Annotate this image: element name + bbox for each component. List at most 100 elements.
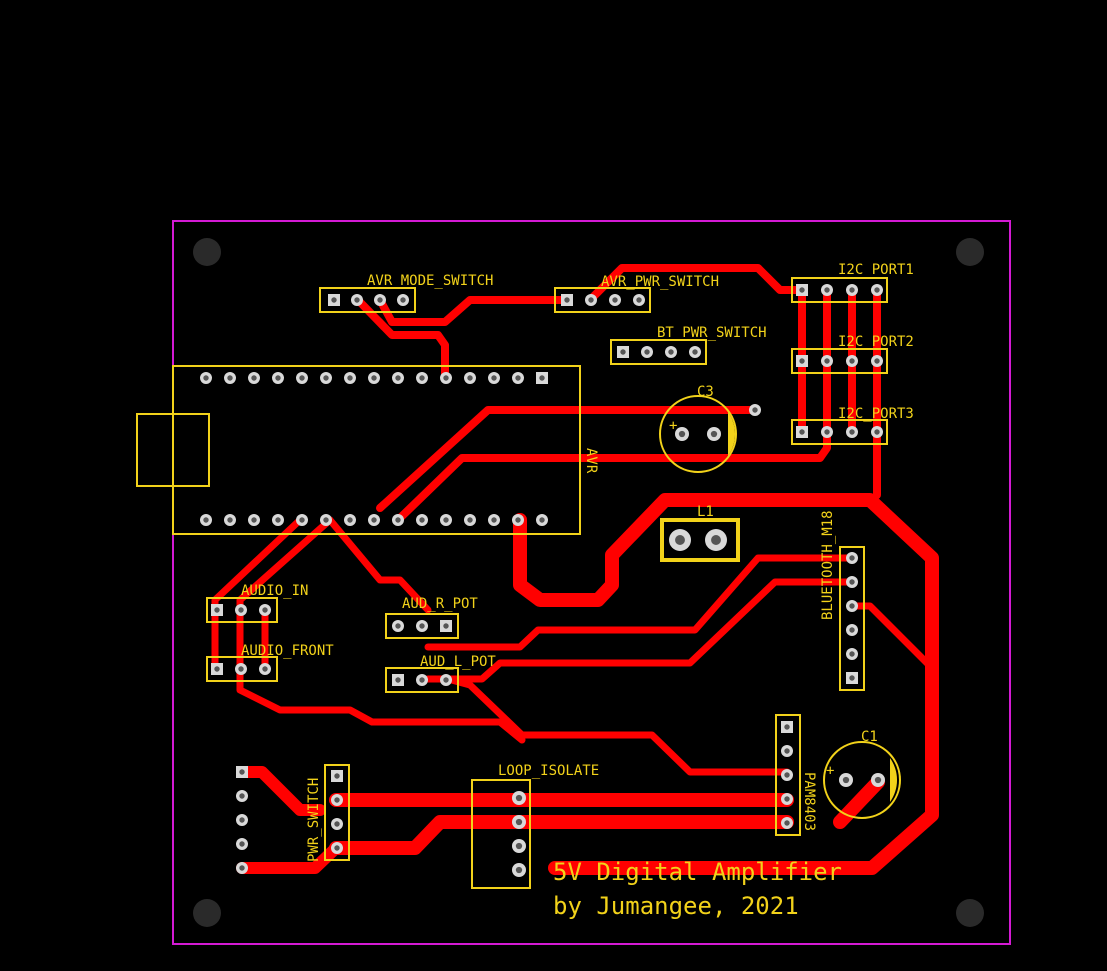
pad-hole (564, 297, 570, 303)
label-pwr-switch: PWR_SWITCH (306, 778, 322, 862)
pad-hole (377, 297, 383, 303)
label-pam8403: PAM8403 (801, 772, 817, 831)
pad-hole (799, 429, 805, 435)
pad-hole (371, 375, 377, 381)
pad-hole (784, 724, 790, 730)
pad-hole (214, 666, 220, 672)
board-title-line2: by Jumangee, 2021 (553, 892, 799, 920)
pad-hole (395, 623, 401, 629)
pad-hole (299, 517, 305, 523)
pad-hole (849, 287, 855, 293)
pad-hole (515, 794, 523, 802)
pad-hole (636, 297, 642, 303)
label-audio-front: AUDIO_FRONT (241, 643, 334, 659)
pad-hole (275, 517, 281, 523)
label-avr: AVR (583, 448, 599, 474)
label-avr-mode-switch: AVR_MODE_SWITCH (367, 273, 493, 289)
pad-hole (467, 517, 473, 523)
pad-hole (849, 555, 855, 561)
pad-hole (515, 866, 523, 874)
pad-hole (515, 818, 523, 826)
label-i2c-port1: I2C_PORT1 (838, 262, 914, 278)
pad-hole (419, 623, 425, 629)
pad-hole (539, 375, 545, 381)
pad-hole (467, 375, 473, 381)
pad-hole (692, 349, 698, 355)
pad-hole (874, 429, 880, 435)
pad-hole (443, 677, 449, 683)
pad-hole (824, 429, 830, 435)
pad-hole (849, 675, 855, 681)
pad-hole (251, 375, 257, 381)
mounting-holes (193, 238, 984, 927)
label-i2c-port2: I2C_PORT2 (838, 334, 914, 350)
pad-hole (620, 349, 626, 355)
c1-outline (823, 741, 901, 819)
pad-hole (203, 517, 209, 523)
pad-hole (239, 769, 245, 775)
pad-hole (239, 841, 245, 847)
pad-hole (678, 430, 686, 438)
pad-hole (419, 517, 425, 523)
label-c3: C3 (697, 384, 714, 400)
pad-hole (323, 517, 329, 523)
pad-hole (203, 375, 209, 381)
pad-hole (262, 607, 268, 613)
pad-hole (644, 349, 650, 355)
pad-hole (443, 375, 449, 381)
usb-connector (136, 413, 210, 487)
pad-hole (214, 607, 220, 613)
pad-hole (711, 535, 721, 545)
label-aud-l-pot: AUD_L_POT (420, 654, 496, 670)
pad-hole (799, 287, 805, 293)
inductor-outline (660, 518, 740, 562)
pad-hole (239, 865, 245, 871)
pad-hole (849, 627, 855, 633)
pad-hole (849, 603, 855, 609)
pad-hole (239, 817, 245, 823)
pad-hole (262, 666, 268, 672)
pad-hole (419, 677, 425, 683)
pad-hole (323, 375, 329, 381)
label-l1: L1 (697, 504, 714, 520)
label-bluetooth: BLUETOOTH_M18 (820, 510, 836, 620)
pad-hole (299, 375, 305, 381)
pad-hole (824, 287, 830, 293)
pad-hole (491, 517, 497, 523)
pad-hole (874, 358, 880, 364)
pad-hole (668, 349, 674, 355)
pad-hole (784, 820, 790, 826)
pad-hole (874, 776, 882, 784)
pad-hole (395, 517, 401, 523)
pad-hole (347, 375, 353, 381)
pad-hole (227, 517, 233, 523)
pad-hole (347, 517, 353, 523)
pad-hole (238, 666, 244, 672)
pad-hole (275, 375, 281, 381)
pad-hole (849, 651, 855, 657)
pad-hole (400, 297, 406, 303)
pad-hole (395, 375, 401, 381)
pad-hole (419, 375, 425, 381)
label-c3-plus: + (669, 418, 677, 434)
label-avr-pwr-switch: AVR_PWR_SWITCH (601, 274, 719, 290)
labels: AVR_MODE_SWITCH AVR_PWR_SWITCH BT_PWR_SW… (241, 262, 914, 920)
label-i2c-port3: I2C_PORT3 (838, 406, 914, 422)
pad-hole (675, 535, 685, 545)
pad-hole (799, 358, 805, 364)
pad-hole (874, 287, 880, 293)
pad-hole (784, 772, 790, 778)
pad-hole (588, 297, 594, 303)
pad-hole (515, 375, 521, 381)
pad-hole (539, 517, 545, 523)
board-outline (172, 220, 1011, 945)
pad-hole (612, 297, 618, 303)
label-c1-plus: + (826, 763, 834, 779)
pad-hole (334, 821, 340, 827)
avr-module (172, 365, 581, 535)
pad-hole (849, 429, 855, 435)
c3-outline (659, 395, 737, 473)
pad-hole (849, 358, 855, 364)
pad-hole (443, 623, 449, 629)
